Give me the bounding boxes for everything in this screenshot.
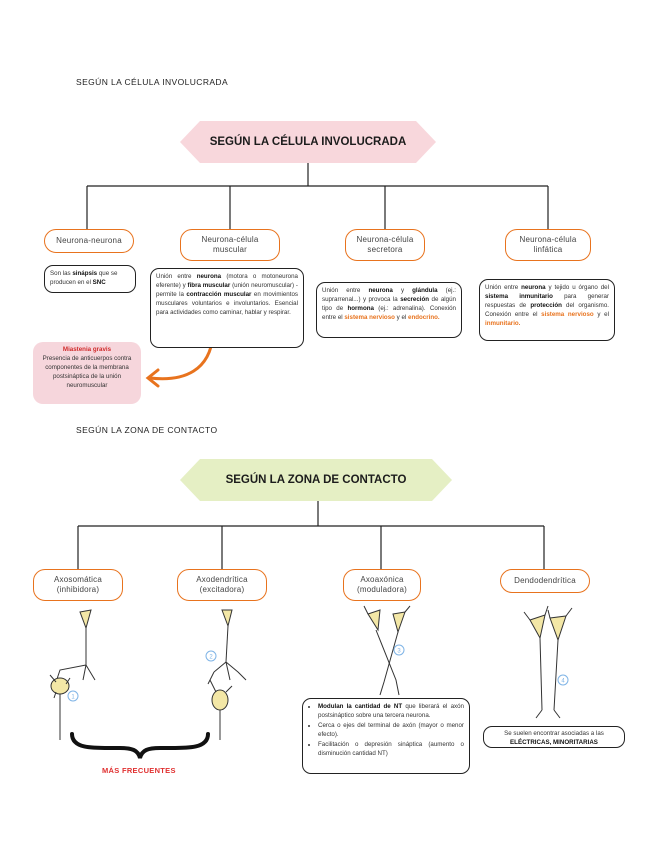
banner-celula-shape [180,121,436,163]
node-dendodendritica: Dendodendrítica [500,569,590,593]
banner-celula-text: SEGÚN LA CÉLULA INVOLUCRADA [209,136,407,148]
banner-zona-text: SEGÚN LA ZONA DE CONTACTO [225,474,407,486]
miastenia-body: Presencia de anticuerpos contra componen… [42,354,132,389]
axosomatic-neuron-illustration [49,609,96,740]
node-axodendritica: Axodendrítica (excitadora) [177,569,267,601]
axodendritic-neuron-illustration [207,609,247,740]
banner-zona-shape [180,459,452,501]
marker-4 [557,674,569,686]
note-axoaxonica: Modulan la cantidad de NT que liberará e… [302,698,470,774]
note-neurona-neurona: Son las sinápsis que se producen en el S… [44,265,136,293]
axo-bullet-2: Cerca o ejes del terminal de axón (mayor… [318,722,464,740]
axoaxonic-neuron-illustration [363,605,411,696]
section-label-zona: SEGÚN LA ZONA DE CONTACTO [76,425,218,435]
node-neurona-secretora: Neurona-célula secretora [345,229,425,261]
neuron-illustrations: 1 2 3 4 [49,605,573,759]
note-dendodendritica: Se suelen encontrar asociadas a las ELÉC… [483,726,625,748]
note-neurona-linfatica: Unión entre neurona y tejido u órgano de… [479,279,615,341]
svg-text:3: 3 [397,649,401,655]
note-neurona-secretora: Unión entre neurona y glándula (ej.: sup… [316,282,462,338]
svg-text:4: 4 [561,679,565,685]
brace [70,732,210,759]
axo-bullet-3: Facilitación o depresión sináptica (aume… [318,741,464,759]
marker-3 [393,644,405,656]
marker-1 [67,690,79,702]
banner-zona: SEGÚN LA ZONA DE CONTACTO [180,459,452,501]
node-axoaxonica: Axoaxónica (moduladora) [343,569,421,601]
section-label-celula: SEGÚN LA CÉLULA INVOLUCRADA [76,77,229,87]
dendodendritic-neuron-illustration [523,605,573,719]
node-neurona-linfatica: Neurona-célula linfática [505,229,591,261]
node-neurona-muscular: Neurona-célula muscular [180,229,280,261]
svg-text:2: 2 [209,655,213,661]
node-neurona-neurona: Neurona-neurona [44,229,134,253]
note-miastenia-gravis: Miastenia gravis Presencia de anticuerpo… [33,342,141,404]
miastenia-title: Miastenia gravis [62,346,112,353]
banner-celula: SEGÚN LA CÉLULA INVOLUCRADA [180,121,436,163]
marker-2 [205,650,217,662]
node-axosomatica: Axosomática (inhibidora) [33,569,123,601]
label-mas-frecuentes: MÁS FRECUENTES [102,766,176,775]
axo-bullet-1: Modulan la cantidad de NT que liberará e… [318,703,464,721]
note-neurona-muscular: Unión entre neurona (motora o motoneuron… [150,268,304,348]
svg-text:1: 1 [71,695,75,701]
